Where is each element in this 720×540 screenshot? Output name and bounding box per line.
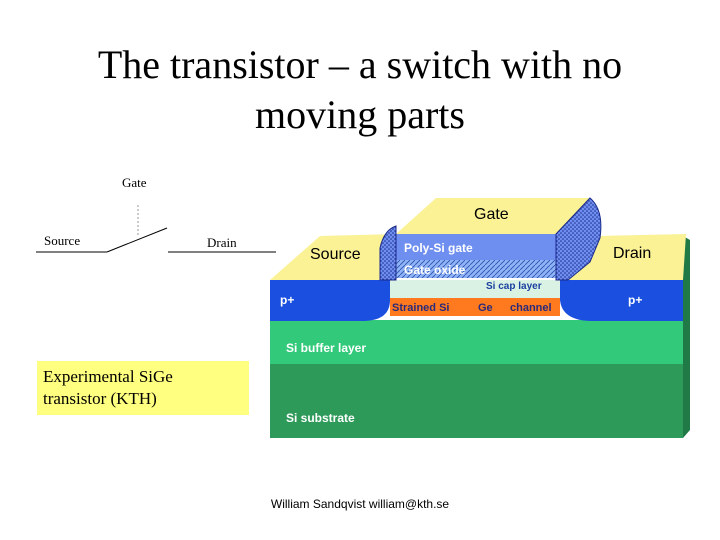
si-buffer-layer-label: Si buffer layer <box>286 341 366 355</box>
si-cap-layer <box>390 280 560 298</box>
si-buffer-layer <box>270 320 683 364</box>
switch-gate-label: Gate <box>122 175 147 190</box>
p-plus-source-region <box>270 280 390 321</box>
transistor-cross-section: Gate Source Drain Poly-Si gate Gate oxid… <box>270 197 690 438</box>
caption-line-2: transistor (KTH) <box>43 389 157 408</box>
drain-side-spacer <box>555 197 602 281</box>
slide-title-line-2: moving parts <box>255 92 465 137</box>
slide-title-line-1: The transistor – a switch with no <box>97 42 623 87</box>
source-side-spacer <box>379 225 397 281</box>
caption-box: Experimental SiGe transistor (KTH) <box>37 361 249 415</box>
slide-title: The transistor – a switch with no moving… <box>0 40 720 140</box>
p-plus-drain-region <box>560 280 683 321</box>
device-drain-label: Drain <box>613 245 651 262</box>
si-cap-layer-label: Si cap layer <box>486 281 542 292</box>
strained-channel-layer <box>390 298 560 316</box>
strained-si-label: Strained Si <box>392 302 449 314</box>
switch-drain-label: Drain <box>207 235 237 250</box>
si-substrate-layer <box>270 364 683 438</box>
poly-si-gate-block <box>396 234 556 260</box>
device-gate-label: Gate <box>474 206 509 223</box>
switch-schematic: Gate Source Drain <box>36 175 276 253</box>
si-substrate-label: Si substrate <box>286 411 355 425</box>
channel-label: channel <box>510 302 552 314</box>
source-top-surface <box>270 234 396 280</box>
device-source-label: Source <box>310 246 361 263</box>
switch-contact-arm <box>106 227 168 253</box>
switch-source-label: Source <box>44 233 80 248</box>
gate-oxide-label: Gate oxide <box>404 263 466 277</box>
p-plus-right-label: p+ <box>628 293 642 307</box>
ge-label: Ge <box>478 302 493 314</box>
gate-top-surface <box>396 198 590 234</box>
gate-oxide-layer <box>396 260 556 278</box>
poly-si-gate-label: Poly-Si gate <box>404 241 473 255</box>
caption-line-1: Experimental SiGe <box>43 367 173 386</box>
p-plus-left-label: p+ <box>280 293 294 307</box>
slide-footer: William Sandqvist william@kth.se <box>270 497 450 511</box>
device-side-face <box>683 236 690 438</box>
